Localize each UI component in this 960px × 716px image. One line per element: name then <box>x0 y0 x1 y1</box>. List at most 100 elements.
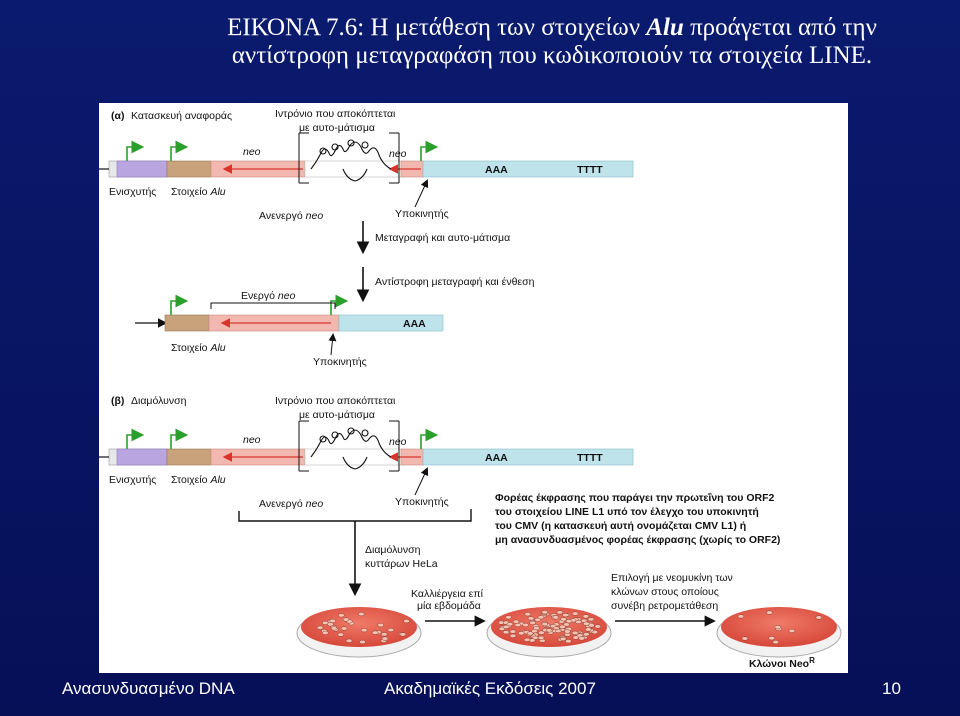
cell-colony <box>371 630 379 635</box>
panel-b-inactive-neo: Ανενεργό neo <box>259 498 323 510</box>
cell-colony <box>564 629 571 634</box>
panel-b-neo-right: neo <box>389 436 407 448</box>
panel-b-promoter: Υποκινητής <box>395 496 449 508</box>
figure-number: ΕΙΚΟΝΑ 7.6: <box>227 14 365 41</box>
cell-colony <box>509 633 517 638</box>
panel-b-alu-label: Στοιχείο Alu <box>171 474 226 486</box>
cell-colony <box>585 627 592 632</box>
transfection-label-2: κυττάρων HeLa <box>365 558 438 570</box>
panel-b-intron-line2: με αυτο-μάτισμα <box>299 409 375 421</box>
vector-line-4: μη ανασυνδυασμένος φορέας έκφρασης (χωρί… <box>495 534 780 546</box>
cell-colony <box>345 638 353 643</box>
title-alu: Alu <box>646 14 684 41</box>
cell-colony <box>502 630 510 635</box>
cell-colony <box>533 626 540 631</box>
panel-a-construct: Ενισχυτής Στοιχείο Alu neo neo AAA TTTT … <box>99 132 634 222</box>
cell-colony <box>359 639 366 645</box>
cell-colony <box>322 630 329 635</box>
cell-colony <box>527 631 534 636</box>
cell-colony <box>541 622 549 627</box>
aaa-label-2: AAA <box>403 318 426 330</box>
cell-colony <box>358 612 365 617</box>
promoter-label-2: Υποκινητής <box>313 356 367 368</box>
cell-colony <box>588 623 595 628</box>
cell-colony <box>559 624 566 629</box>
cell-colony <box>505 615 512 620</box>
footer-publisher: Ακαδημαϊκές Εκδόσεις 2007 <box>384 679 596 698</box>
integrated-construct: Ενεργό neo AAA Στοιχείο Alu Υποκινητής <box>135 290 444 368</box>
title-line1-b: προάγεται από την <box>683 14 877 41</box>
cell-colony <box>587 617 595 622</box>
cell-colony <box>377 623 384 628</box>
figure-diagram: (α) Κατασκευή αναφοράς Ιντρόνιο που αποκ… <box>99 108 842 670</box>
transfection-label-1: Διαμόλυνση <box>365 544 421 556</box>
panel-b-intron-line1: Ιντρόνιο που αποκόπτεται <box>275 395 396 407</box>
cell-colony <box>329 618 336 623</box>
cell-colony <box>774 625 782 630</box>
cell-colony <box>583 621 590 626</box>
cell-colony <box>578 636 585 641</box>
cell-colony <box>403 619 410 624</box>
cell-colony <box>545 628 553 633</box>
cell-colony <box>565 619 573 624</box>
cell-colony <box>562 613 569 618</box>
selection-label-1: Επιλογή με νεομυκίνη των <box>611 572 733 584</box>
neo-clones-label: Κλώνοι NeoR <box>749 656 815 670</box>
promoter-label: Υποκινητής <box>395 208 449 220</box>
enhancer-segment <box>116 160 168 178</box>
figure-panel: (α) Κατασκευή αναφοράς Ιντρόνιο που αποκ… <box>99 103 848 673</box>
panel-b-heading: Διαμόλυνση <box>131 395 187 407</box>
alu-element-label: Στοιχείο Alu <box>171 186 226 198</box>
self-splicing-intron-icon <box>310 139 392 182</box>
title-line1-a: Η μετάθεση των στοιχείων <box>364 14 647 41</box>
promoter-arrow-icon <box>420 140 439 161</box>
cell-colony <box>342 617 350 622</box>
cell-colony <box>338 613 345 618</box>
panel-b-enhancer-label: Ενισχυτής <box>109 474 156 486</box>
selection-label-3: συνέβη ρετρομετάθεση <box>611 600 718 612</box>
cell-colony <box>741 636 749 641</box>
vector-line-1: Φορέας έκφρασης που παράγει την πρωτεΐνη… <box>495 492 775 504</box>
cell-colony <box>559 636 567 642</box>
cell-colony <box>571 630 579 635</box>
cell-colony <box>537 615 545 620</box>
active-neo-label: Ενεργό neo <box>241 290 296 302</box>
step-rt-label: Αντίστροφη μεταγραφή και ένθεση <box>375 276 535 288</box>
cell-colony <box>556 610 564 615</box>
step-transcription-label: Μεταγραφή και αυτο-μάτισμα <box>375 232 510 244</box>
cell-colony <box>529 620 536 625</box>
cell-colony <box>399 632 407 637</box>
alu-segment <box>166 160 212 178</box>
cell-colony <box>538 630 545 635</box>
cell-colony <box>524 612 531 617</box>
vector-line-3: του CMV (η κατασκευή αυτή ονομάζεται CMV… <box>495 520 746 532</box>
cell-colony <box>360 628 368 633</box>
culture-dish-3 <box>716 607 842 658</box>
panel-b-tttt: TTTT <box>577 452 603 464</box>
cell-colony <box>514 622 522 628</box>
cell-colony <box>772 640 779 645</box>
cell-colony <box>509 629 517 634</box>
cell-colony <box>583 632 590 637</box>
cell-colony <box>565 639 572 644</box>
slide-title: ΕΙΚΟΝΑ 7.6: Η μετάθεση των στοιχείων Alu… <box>172 14 932 70</box>
alu-promoter-arrow-icon <box>170 140 189 161</box>
cell-colony <box>387 627 395 633</box>
cell-colony <box>788 628 796 633</box>
panel-a-intron-line2: με αυτο-μάτισμα <box>299 122 375 134</box>
cell-colony <box>541 610 549 615</box>
cell-colony <box>571 611 579 616</box>
cell-colony <box>594 624 602 629</box>
culture-label-1: Καλλιέργεια επί <box>411 588 484 600</box>
cell-colony <box>518 631 525 636</box>
enhancer-promoter-arrow-icon <box>126 140 145 161</box>
cell-colony <box>380 632 388 637</box>
tttt-label: TTTT <box>577 164 603 176</box>
panel-b-aaa: AAA <box>485 452 508 464</box>
cell-colony <box>554 628 562 634</box>
selection-label-2: κλώνων στους οποίους <box>611 586 719 598</box>
cell-colony <box>522 622 529 628</box>
cell-colony <box>523 637 531 642</box>
cell-colony <box>316 625 324 630</box>
cell-colony <box>502 624 510 629</box>
